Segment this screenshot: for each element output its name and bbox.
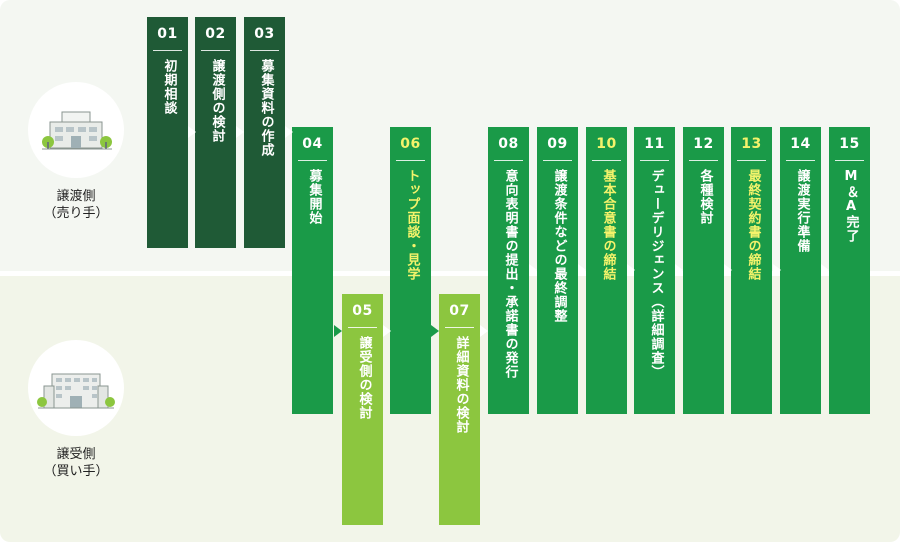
arrow-right-icon (285, 126, 293, 138)
arrow-right-icon (627, 264, 635, 276)
step-divider (396, 160, 425, 161)
step-09: 09 譲渡条件などの最終調整 (537, 127, 578, 414)
step-number: 08 (498, 136, 519, 152)
step-number: 07 (449, 303, 470, 319)
step-11: 11 デューデリジェンス（詳細調査） (634, 127, 675, 414)
step-number: 10 (596, 136, 617, 152)
step-03: 03 募集資料の作成 (244, 17, 285, 248)
step-label: 意向表明書の提出・承諾書の発行 (502, 169, 518, 379)
step-number: 13 (741, 136, 762, 152)
step-06: 06 トップ面談・見学 (390, 127, 431, 414)
step-label: 譲渡側の検討 (209, 59, 225, 143)
arrow-right-icon (529, 264, 537, 276)
step-number: 09 (547, 136, 568, 152)
step-divider (835, 160, 864, 161)
buyer-label: 譲受側 （買い手） (43, 447, 109, 479)
office-building-icon (28, 340, 124, 436)
step-divider (543, 160, 572, 161)
step-label: 各種検討 (697, 169, 713, 225)
step-divider (592, 160, 621, 161)
step-label: 譲渡条件などの最終調整 (551, 169, 567, 323)
step-divider (737, 160, 766, 161)
step-number: 01 (157, 26, 178, 42)
step-number: 05 (352, 303, 373, 319)
step-label: デューデリジェンス（詳細調査） (648, 169, 664, 379)
arrow-right-icon (431, 325, 439, 337)
step-label: 募集開始 (306, 169, 322, 225)
step-number: 15 (839, 136, 860, 152)
step-13: 13 最終契約書の締結 (731, 127, 772, 414)
step-number: 12 (693, 136, 714, 152)
step-14: 14 譲渡実行準備 (780, 127, 821, 414)
step-number: 14 (790, 136, 811, 152)
step-label: 初期相談 (161, 59, 177, 115)
step-label: 詳細資料の検討 (453, 336, 469, 434)
seller-label: 譲渡側 （売り手） (43, 189, 109, 221)
step-divider (445, 327, 474, 328)
step-10: 10 基本合意書の締結 (586, 127, 627, 414)
step-04: 04 募集開始 (292, 127, 333, 414)
arrow-right-icon (480, 325, 488, 337)
step-number: 06 (400, 136, 421, 152)
step-label: M＆A完了 (843, 169, 859, 243)
step-label: 譲渡実行準備 (794, 169, 810, 253)
step-divider (640, 160, 669, 161)
step-divider (348, 327, 377, 328)
arrow-right-icon (724, 264, 732, 276)
step-label: 譲受側の検討 (356, 336, 372, 420)
step-05: 05 譲受側の検討 (342, 294, 383, 525)
arrow-right-icon (773, 264, 781, 276)
step-divider (786, 160, 815, 161)
step-divider (201, 50, 230, 51)
step-divider (494, 160, 523, 161)
step-label: 基本合意書の締結 (600, 169, 616, 281)
arrow-right-icon (334, 325, 342, 337)
step-divider (298, 160, 327, 161)
building-icon (28, 82, 124, 178)
step-02: 02 譲渡側の検討 (195, 17, 236, 248)
step-divider (250, 50, 279, 51)
step-number: 03 (254, 26, 275, 42)
step-12: 12 各種検討 (683, 127, 724, 414)
arrow-right-icon (675, 264, 683, 276)
arrow-right-icon (188, 126, 196, 138)
arrow-right-icon (236, 126, 244, 138)
arrow-right-icon (383, 325, 391, 337)
step-number: 04 (302, 136, 323, 152)
step-15: 15 M＆A完了 (829, 127, 870, 414)
step-label: 最終契約書の締結 (745, 169, 761, 281)
buyer-party: 譲受側 （買い手） (21, 340, 131, 480)
step-07: 07 詳細資料の検討 (439, 294, 480, 525)
step-divider (689, 160, 718, 161)
arrow-right-icon (578, 264, 586, 276)
step-08: 08 意向表明書の提出・承諾書の発行 (488, 127, 529, 414)
step-label: トップ面談・見学 (404, 169, 420, 281)
seller-party: 譲渡側 （売り手） (21, 82, 131, 222)
arrow-right-icon (821, 264, 829, 276)
step-divider (153, 50, 182, 51)
step-01: 01 初期相談 (147, 17, 188, 248)
step-label: 募集資料の作成 (258, 59, 274, 157)
step-number: 02 (205, 26, 226, 42)
step-number: 11 (644, 136, 665, 152)
